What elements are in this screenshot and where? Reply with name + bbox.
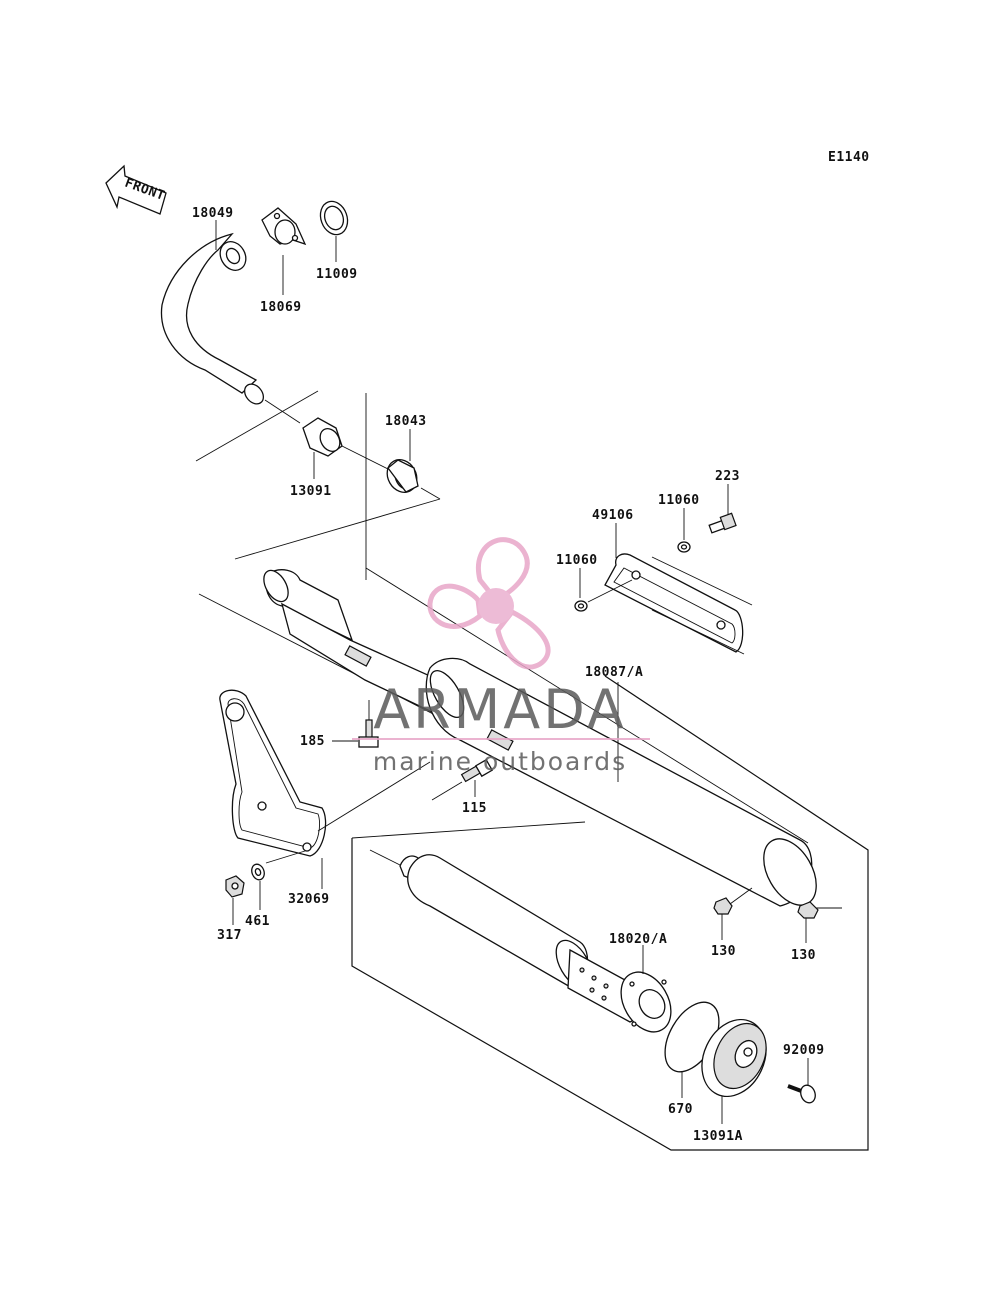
washer-11060-top [677,541,691,553]
armada-logo: ARMADA marine outboards [352,537,650,776]
label-18087A: 18087/A [585,665,643,680]
propeller-icon [427,537,551,670]
bolt-185 [358,700,379,748]
label-130-left: 130 [711,944,736,959]
label-317: 317 [217,928,242,943]
front-arrow-icon: FRONT [105,164,167,215]
bolt-130-right [797,901,842,919]
heat-shield-49106 [604,553,753,655]
inner-muffler-18020A [369,849,672,1033]
label-13091: 13091 [290,484,332,499]
label-130-right: 130 [791,948,816,963]
cut-line-1 [195,390,319,462]
bolt-223 [708,512,737,534]
diagram-code: E1140 [828,150,870,165]
bracket-line-a [234,498,441,560]
brand-name: ARMADA [373,678,627,741]
label-92009: 92009 [783,1043,825,1058]
bracket-line-b [420,487,441,500]
label-18020A: 18020/A [609,932,667,947]
clamp-13091 [302,417,343,457]
label-18049: 18049 [192,206,234,221]
label-461: 461 [245,914,270,929]
label-115: 115 [462,801,487,816]
nut-317 [225,875,245,898]
label-18043: 18043 [385,414,427,429]
label-11060-left: 11060 [556,553,598,568]
group-outline [351,675,869,1151]
bolt-115 [431,758,494,801]
label-32069: 32069 [288,892,330,907]
seal-ring-18043 [386,459,419,493]
label-49106: 49106 [592,508,634,523]
muffler-body-18087A [198,567,817,907]
washer-line [587,579,633,603]
end-cap-13091A [701,1018,767,1098]
label-185: 185 [300,734,325,749]
bolt-130-left [713,887,753,915]
label-18069: 18069 [260,300,302,315]
label-223: 223 [715,469,740,484]
washer-461 [251,863,265,881]
label-670: 670 [668,1102,693,1117]
gasket-ring-11009 [319,200,349,236]
label-11060-top: 11060 [658,493,700,508]
brand-tagline: marine outboards [373,747,627,776]
washer-11060-left [574,600,588,612]
screw-92009 [787,1084,816,1104]
flange-18069 [261,207,307,246]
header-pipe-18049 [160,232,265,405]
bracket-32069 [219,689,431,864]
label-11009: 11009 [316,267,358,282]
label-13091A: 13091A [693,1129,743,1144]
centerline-2 [335,442,395,473]
